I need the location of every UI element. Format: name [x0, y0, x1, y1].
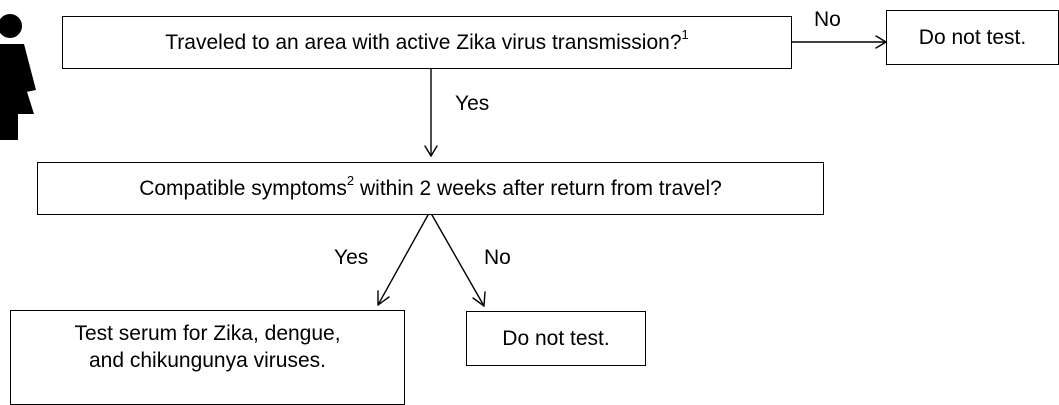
- do-not-test-text-bottom: Do not test.: [502, 327, 610, 350]
- test-serum-line2: and chikungunya viruses.: [89, 349, 326, 372]
- question-symptoms-box: Compatible symptoms2 within 2 weeks afte…: [37, 162, 824, 215]
- arrow-q2-no: [431, 214, 485, 307]
- footnote-marker-2: 2: [346, 173, 355, 188]
- no-label-travel: No: [814, 8, 841, 31]
- test-serum-line1: Test serum for Zika, dengue,: [74, 322, 341, 345]
- no-label-symptoms: No: [484, 246, 511, 269]
- do-not-test-box-bottom: Do not test.: [466, 311, 646, 366]
- test-serum-box: Test serum for Zika, dengue, and chikung…: [10, 310, 405, 405]
- question-travel-box: Traveled to an area with active Zika vir…: [62, 16, 792, 69]
- question-symptoms-text: Compatible symptoms2 within 2 weeks afte…: [139, 173, 722, 200]
- woman-figure-icon: [0, 14, 36, 140]
- question-travel-text: Traveled to an area with active Zika vir…: [165, 27, 689, 54]
- do-not-test-box-top: Do not test.: [886, 10, 1059, 65]
- arrowhead-q2-no: [472, 291, 486, 307]
- arrowhead-q1-yes: [424, 145, 438, 157]
- arrowhead-q2-yes: [377, 290, 390, 306]
- arrow-q2-yes: [377, 214, 429, 306]
- yes-label-travel: Yes: [455, 92, 490, 115]
- footnote-marker-1: 1: [681, 27, 689, 42]
- yes-label-symptoms: Yes: [334, 246, 369, 269]
- do-not-test-text-top: Do not test.: [918, 26, 1027, 49]
- test-serum-text: Test serum for Zika, dengue, and chikung…: [74, 320, 340, 374]
